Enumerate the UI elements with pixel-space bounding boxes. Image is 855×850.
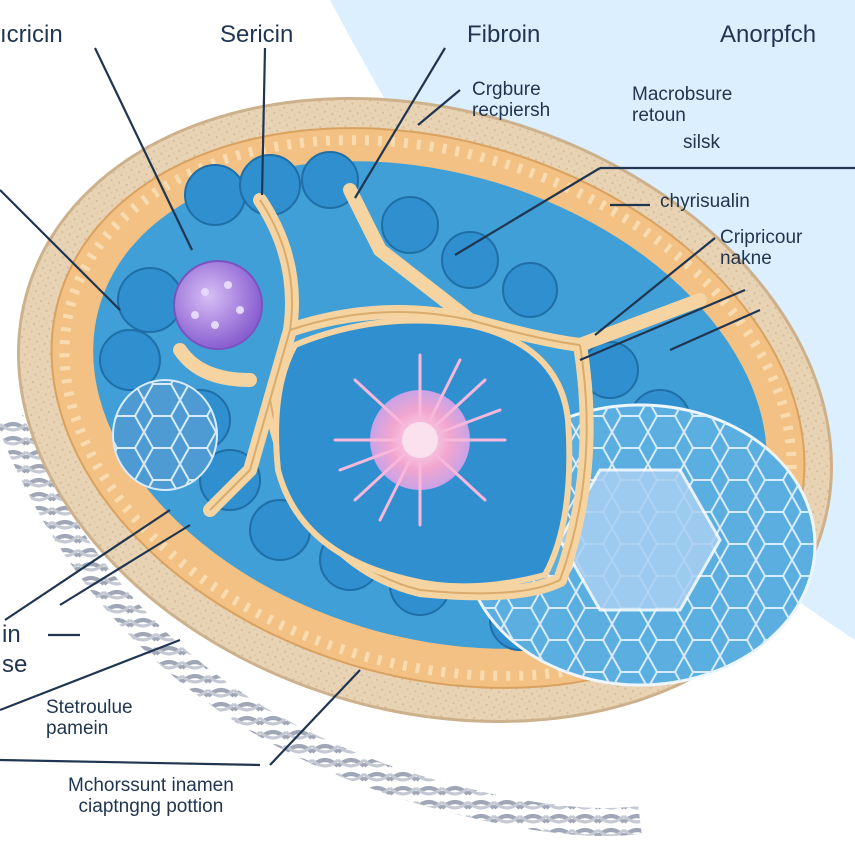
label-crgbure: Crgbure recpiersh bbox=[472, 80, 550, 121]
label-chrysualin: chyrisualin bbox=[660, 192, 750, 213]
label-silsk: silsk bbox=[683, 133, 720, 154]
left-lattice-texture bbox=[113, 380, 217, 490]
label-top-left: ıcricin bbox=[0, 22, 63, 48]
label-stetroulue: Stetroulue pamein bbox=[46, 698, 133, 739]
label-cripricour: Cripricour nakne bbox=[720, 228, 802, 269]
label-top-right: Anorpfch bbox=[720, 22, 816, 48]
label-macrobsure: Macrobsure retoun bbox=[632, 85, 732, 126]
purple-vesicle bbox=[174, 261, 262, 349]
label-sericin: Sericin bbox=[220, 22, 293, 48]
label-mchorssunt: Mchorssunt inamen ciaptngng pottion bbox=[68, 776, 234, 817]
leader-line-mchorssunt bbox=[0, 760, 260, 765]
label-fibroin: Fibroin bbox=[467, 22, 540, 48]
label-left-in: in bbox=[2, 622, 21, 648]
label-left-se: se bbox=[2, 652, 27, 678]
